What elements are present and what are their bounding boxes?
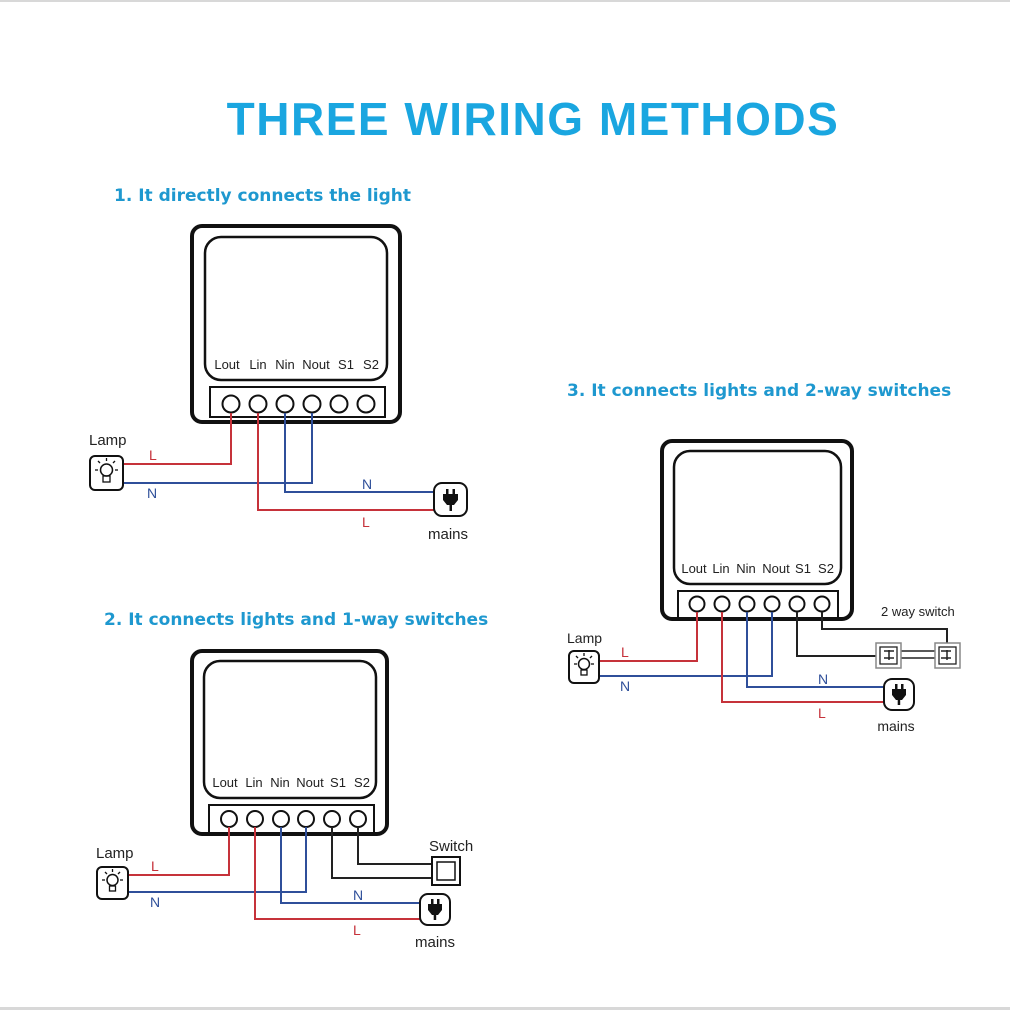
lamp-neutral-letter: N bbox=[147, 485, 157, 501]
page-title: THREE WIRING METHODS bbox=[226, 93, 840, 145]
lightbulb-icon bbox=[96, 866, 129, 900]
mains-neutral-wire bbox=[280, 827, 420, 904]
terminal-label-lin: Lin bbox=[249, 357, 266, 372]
terminal-label-s2: S2 bbox=[818, 561, 834, 576]
two-way-switch-label: 2 way switch bbox=[881, 604, 955, 619]
terminal-label-lout: Lout bbox=[212, 775, 238, 790]
lamp-neutral-letter: N bbox=[150, 894, 160, 910]
lightbulb-icon bbox=[568, 650, 600, 684]
mains-neutral-letter: N bbox=[818, 671, 828, 687]
lamp-neutral-wire bbox=[599, 612, 773, 677]
two-way-switch-icon-left bbox=[875, 642, 902, 669]
terminal-labels: Lout Lin Nin Nout S1 S2 bbox=[212, 775, 370, 790]
terminal-label-nin: Nin bbox=[275, 357, 295, 372]
lamp-live-wire bbox=[599, 612, 698, 662]
mains-neutral-letter: N bbox=[353, 887, 363, 903]
terminal-label-s1: S1 bbox=[795, 561, 811, 576]
switch-wire-s1 bbox=[331, 827, 432, 879]
terminal-label-s2: S2 bbox=[363, 357, 379, 372]
switch-label: Switch bbox=[429, 838, 473, 855]
mains-live-letter: L bbox=[362, 514, 370, 530]
mains-label: mains bbox=[428, 526, 468, 543]
lamp-neutral-letter: N bbox=[620, 678, 630, 694]
terminal-label-nout: Nout bbox=[762, 561, 790, 576]
terminal-label-s1: S1 bbox=[338, 357, 354, 372]
terminal-label-s2: S2 bbox=[354, 775, 370, 790]
mains-live-wire bbox=[254, 827, 420, 920]
mains-neutral-wire bbox=[746, 612, 884, 688]
mains-live-letter: L bbox=[818, 705, 826, 721]
two-way-switch-icon-right bbox=[934, 642, 961, 669]
switch-wire-s2 bbox=[821, 612, 948, 648]
lamp-label: Lamp bbox=[96, 845, 134, 862]
terminal-label-nout: Nout bbox=[296, 775, 324, 790]
smart-switch-module: Lout Lin Nin Nout S1 S2 bbox=[190, 224, 402, 424]
terminal-labels: Lout Lin Nin Nout S1 S2 bbox=[214, 357, 379, 372]
mains-live-wire bbox=[721, 612, 884, 703]
mains-live-wire bbox=[257, 413, 434, 511]
lamp-label: Lamp bbox=[89, 432, 127, 449]
terminal-label-lin: Lin bbox=[245, 775, 262, 790]
mains-neutral-letter: N bbox=[362, 476, 372, 492]
lamp-live-letter: L bbox=[149, 447, 157, 463]
lightbulb-icon bbox=[89, 455, 124, 491]
terminal-screws bbox=[688, 595, 831, 613]
mains-live-letter: L bbox=[353, 922, 361, 938]
terminal-labels: Lout Lin Nin Nout S1 S2 bbox=[681, 561, 834, 576]
power-plug-icon bbox=[419, 893, 451, 926]
mains-neutral-wire bbox=[284, 413, 434, 493]
lamp-neutral-wire bbox=[124, 413, 313, 484]
mains-label: mains bbox=[415, 934, 455, 951]
wall-switch-icon bbox=[431, 856, 461, 886]
lamp-label: Lamp bbox=[567, 630, 602, 646]
bottom-border bbox=[0, 1007, 1010, 1010]
mains-label: mains bbox=[877, 718, 914, 734]
lamp-neutral-wire bbox=[128, 827, 307, 893]
smart-switch-module: Lout Lin Nin Nout S1 S2 bbox=[190, 649, 389, 836]
terminal-label-nin: Nin bbox=[736, 561, 756, 576]
switch-wire-s1 bbox=[796, 612, 880, 657]
terminal-label-s1: S1 bbox=[330, 775, 346, 790]
terminal-screws bbox=[220, 810, 367, 828]
terminal-label-lout: Lout bbox=[214, 357, 240, 372]
diagram-2: Lout Lin Nin Nout S1 S2 L N N bbox=[96, 649, 473, 951]
switch-wire-s2 bbox=[357, 827, 432, 865]
power-plug-icon bbox=[883, 678, 915, 711]
terminal-label-lout: Lout bbox=[681, 561, 707, 576]
terminal-label-lin: Lin bbox=[712, 561, 729, 576]
terminal-label-nin: Nin bbox=[270, 775, 290, 790]
lamp-live-letter: L bbox=[151, 858, 159, 874]
lamp-live-wire bbox=[128, 827, 230, 876]
power-plug-icon bbox=[433, 482, 468, 517]
terminal-screws bbox=[221, 394, 376, 414]
lamp-live-wire bbox=[124, 413, 232, 465]
diagram-3-heading: 3. It connects lights and 2-way switches bbox=[567, 381, 952, 401]
diagram-3: Lout Lin Nin Nout S1 S2 L bbox=[567, 439, 961, 734]
lamp-live-letter: L bbox=[621, 644, 629, 660]
smart-switch-module: Lout Lin Nin Nout S1 S2 bbox=[660, 439, 854, 621]
top-border bbox=[0, 0, 1010, 2]
diagram-1: Lout Lin Nin Nout S1 S2 L N N L bbox=[89, 224, 468, 543]
diagram-1-heading: 1. It directly connects the light bbox=[114, 186, 411, 206]
diagram-2-heading: 2. It connects lights and 1-way switches bbox=[104, 610, 489, 630]
terminal-label-nout: Nout bbox=[302, 357, 330, 372]
